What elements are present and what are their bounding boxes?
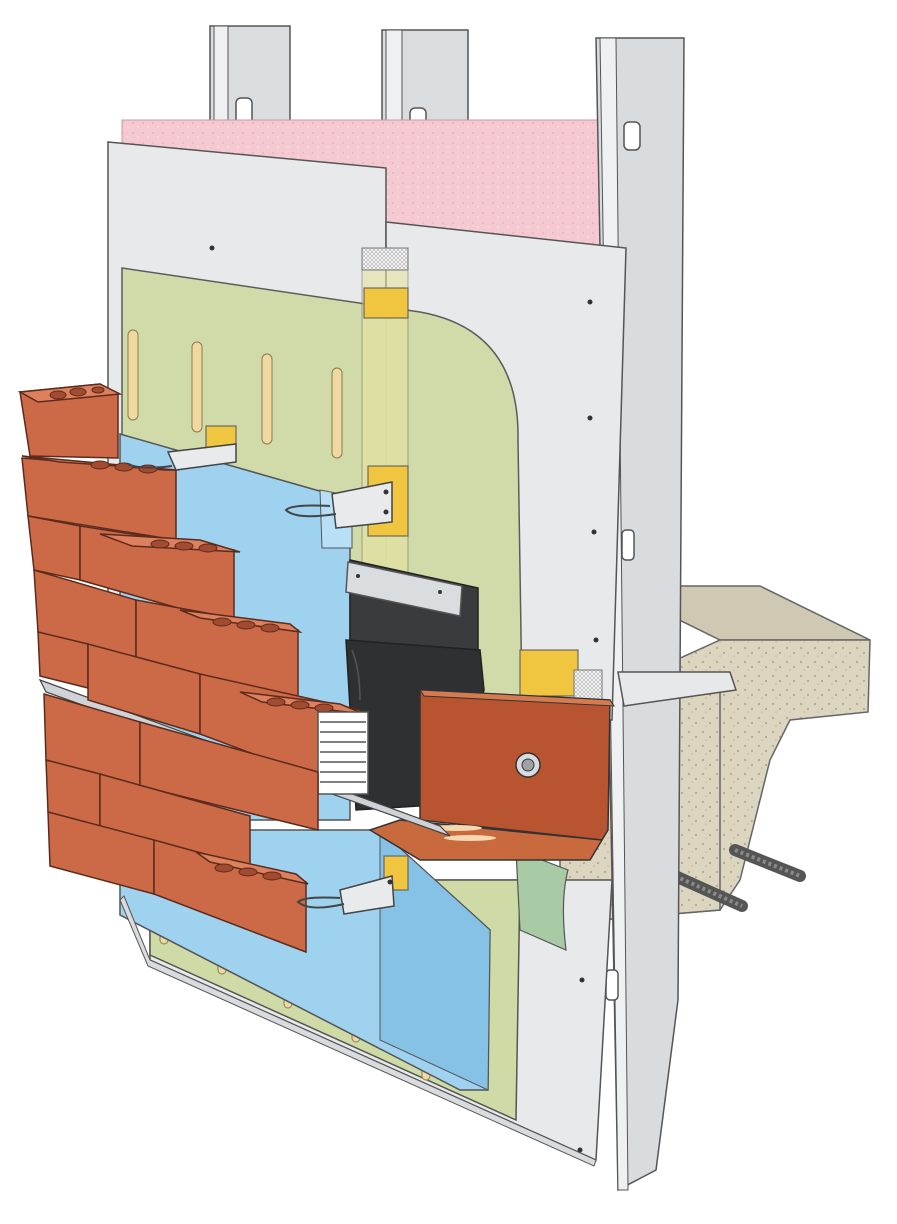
shelf-angle bbox=[368, 689, 615, 861]
brick-tie bbox=[284, 465, 409, 537]
brick-tie bbox=[127, 425, 237, 471]
brick-veneer-upper bbox=[17, 383, 365, 796]
brick-veneer-lower bbox=[43, 692, 319, 954]
stud-track bbox=[617, 671, 737, 707]
brick-core-holes bbox=[49, 386, 334, 713]
transition-membrane bbox=[515, 849, 569, 951]
brick-core-holes-lower bbox=[214, 863, 282, 881]
base-track bbox=[119, 895, 597, 1167]
brick-tie bbox=[296, 855, 409, 915]
rebar bbox=[669, 844, 806, 912]
anchor-bolt bbox=[515, 752, 541, 778]
brick-cut-face bbox=[317, 711, 369, 795]
